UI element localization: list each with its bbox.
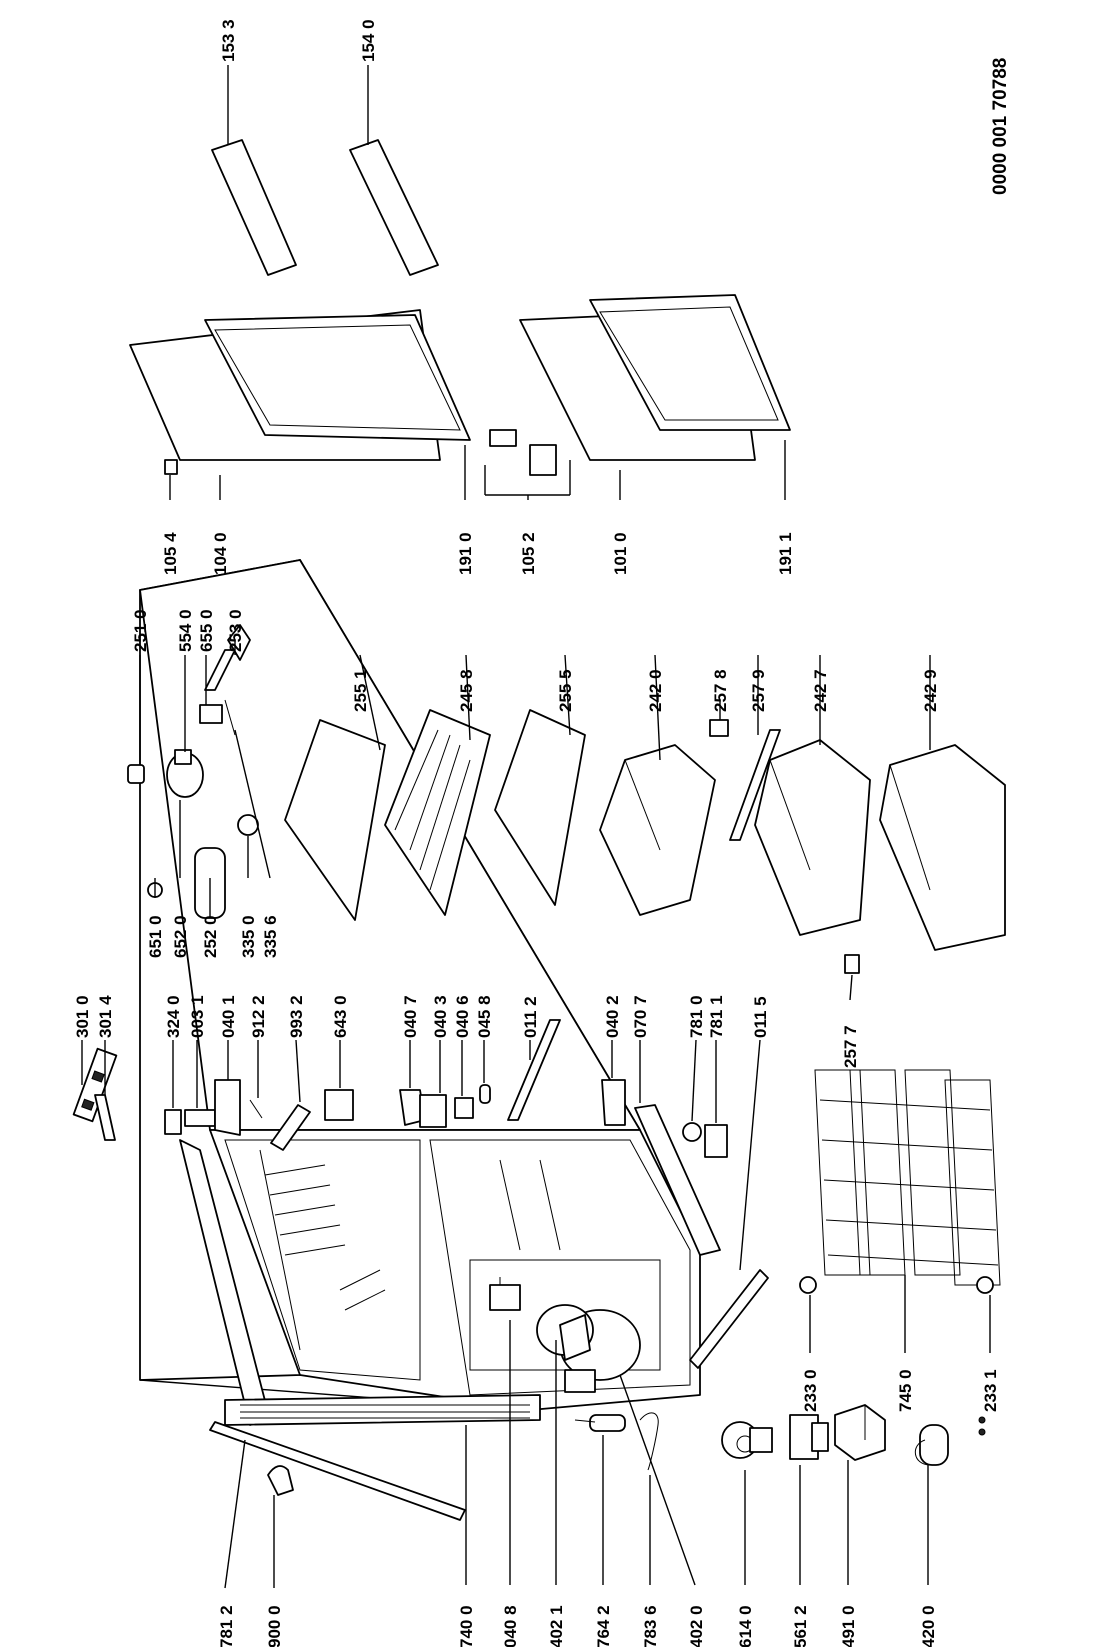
part-label: 011 2 <box>521 996 540 1038</box>
part-label: 040 1 <box>219 995 238 1038</box>
part-label: 233 1 <box>981 1369 1000 1412</box>
part-label: 252 0 <box>201 915 220 958</box>
part-label: 335 6 <box>261 915 280 958</box>
part-label: 301 0 <box>73 995 92 1038</box>
part-label: 070 7 <box>631 995 650 1038</box>
part-label: 783 6 <box>641 1605 660 1647</box>
freezer-door <box>489 294 791 476</box>
part-label: 335 0 <box>239 915 258 958</box>
part-label: 652 0 <box>171 915 190 958</box>
part-label: 191 1 <box>776 532 795 575</box>
part-label: 402 1 <box>547 1605 566 1647</box>
part-label: 104 0 <box>211 532 230 575</box>
part-label: 105 2 <box>519 532 538 575</box>
part-label: 402 0 <box>687 1605 706 1647</box>
part-label: 781 0 <box>687 995 706 1038</box>
part-label: 040 7 <box>401 995 420 1038</box>
part-label: 255 5 <box>556 669 575 712</box>
hinge-kit <box>489 429 557 476</box>
part-label: 781 1 <box>707 995 726 1038</box>
part-label: 912 2 <box>249 995 268 1038</box>
part-label: 191 0 <box>456 532 475 575</box>
part-label: 993 2 <box>287 995 306 1038</box>
document-code: 0000 001 70788 <box>990 58 1011 195</box>
part-label: 003 1 <box>188 995 207 1038</box>
part-label: 245 8 <box>457 669 476 712</box>
part-label: 242 7 <box>811 669 830 712</box>
part-label: 900 0 <box>265 1605 284 1647</box>
cabinet-body <box>139 559 701 1426</box>
part-label: 251 0 <box>131 609 150 652</box>
part-label: 045 8 <box>475 995 494 1038</box>
part-label: 242 9 <box>921 669 940 712</box>
part-label: 011 5 <box>751 996 770 1038</box>
part-label: 233 0 <box>801 1369 820 1412</box>
part-label: 643 0 <box>331 995 350 1038</box>
part-label: 154 0 <box>359 19 378 62</box>
part-label: 040 2 <box>603 995 622 1038</box>
part-label: 040 8 <box>501 1605 520 1647</box>
part-label: 651 0 <box>146 915 165 958</box>
part-label: 301 4 <box>96 995 115 1038</box>
leader-lines <box>81 65 991 1589</box>
part-label: 101 0 <box>611 532 630 575</box>
part-label: 420 0 <box>919 1605 938 1647</box>
part-label: 257 8 <box>711 669 730 712</box>
fridge-door <box>129 309 471 475</box>
wire-shelves <box>799 1069 1001 1294</box>
part-label: 614 0 <box>736 1605 755 1647</box>
part-label: 105 4 <box>161 532 180 575</box>
part-label: 324 0 <box>164 995 183 1038</box>
condenser-grille <box>224 1394 541 1426</box>
part-label: 040 3 <box>431 995 450 1038</box>
part-label: 781 2 <box>217 1605 236 1647</box>
part-labels: 781 2 900 0 740 0 040 8 402 1 764 2 783 … <box>73 19 1011 1647</box>
thermostat-group <box>127 624 259 919</box>
part-label: 554 0 <box>176 609 195 652</box>
part-label: 153 3 <box>219 19 238 62</box>
glass-shelves <box>284 709 586 921</box>
part-label: 040 6 <box>453 995 472 1038</box>
part-label: 561 2 <box>791 1605 810 1647</box>
middle-parts <box>72 1019 769 1369</box>
part-label: 255 1 <box>351 669 370 712</box>
door-bins <box>211 139 439 276</box>
part-label: 257 9 <box>749 669 768 712</box>
part-label: 242 0 <box>646 669 665 712</box>
part-label: 740 0 <box>457 1605 476 1647</box>
lower-left-parts <box>209 1277 986 1521</box>
shelf-ribs <box>264 1164 386 1311</box>
part-label: 655 0 <box>197 609 216 652</box>
part-label: 257 7 <box>841 1025 860 1068</box>
part-label: 764 2 <box>594 1605 613 1647</box>
part-label: 253 0 <box>226 609 245 652</box>
part-label: 491 0 <box>839 1605 858 1647</box>
part-label: 745 0 <box>896 1369 915 1412</box>
drawers <box>599 719 1006 974</box>
